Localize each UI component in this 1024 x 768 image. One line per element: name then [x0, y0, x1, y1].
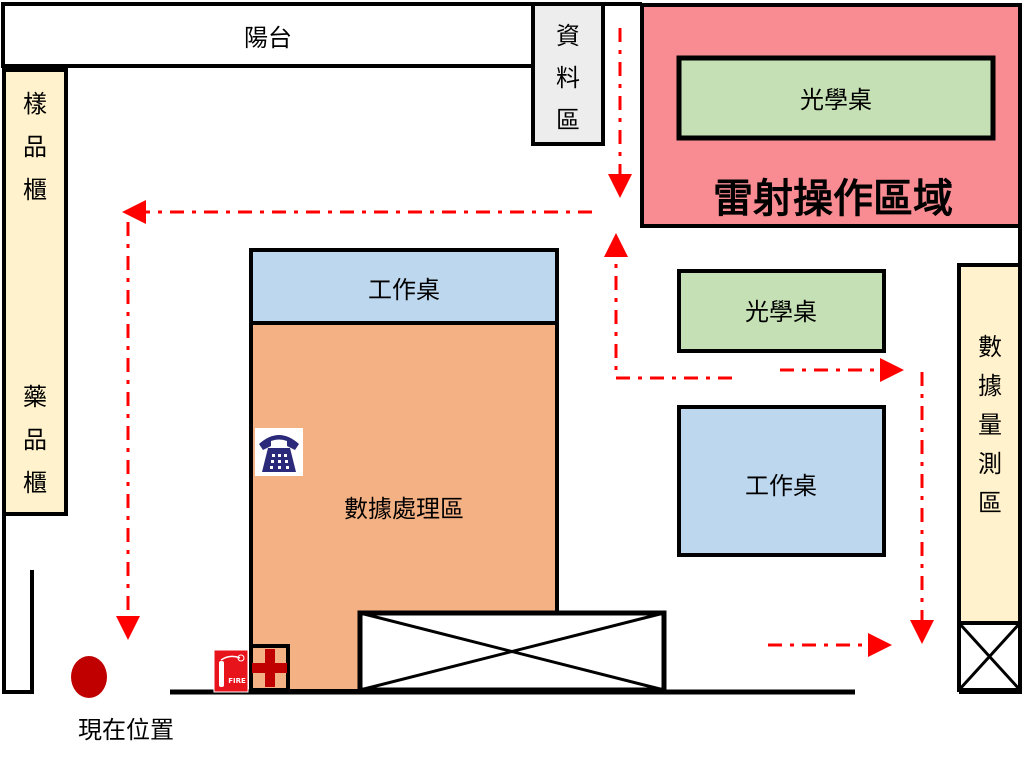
fire-extinguisher-icon: FIRE: [213, 649, 249, 693]
svg-text:櫃: 櫃: [23, 176, 47, 204]
svg-text:工作桌: 工作桌: [368, 276, 440, 304]
current-location-label: 現在位置: [78, 716, 174, 744]
optical-table: 光學桌: [677, 269, 886, 353]
svg-text:區: 區: [556, 106, 580, 134]
workbench: 工作桌: [677, 405, 886, 557]
laser-area: 光學桌 雷射操作區域: [640, 3, 1022, 228]
svg-text:櫃: 櫃: [23, 469, 47, 497]
svg-text:據: 據: [978, 372, 1002, 400]
wall: [2, 514, 34, 694]
laser-area-label: 雷射操作區域: [713, 175, 953, 222]
svg-text:樣: 樣: [23, 90, 47, 118]
svg-text:FIRE: FIRE: [228, 677, 246, 685]
archive-area: 資 料 區: [531, 2, 605, 146]
svg-text:區: 區: [978, 489, 1002, 517]
measurement-area: 數 據 量 測 區: [957, 263, 1022, 692]
balcony: 陽台: [1, 2, 535, 68]
data-processing-label: 數據處理區: [344, 495, 464, 523]
svg-text:工作桌: 工作桌: [745, 472, 817, 500]
svg-text:數: 數: [978, 333, 1002, 361]
svg-text:藥: 藥: [23, 383, 47, 411]
evacuation-routes: [116, 28, 934, 657]
svg-text:品: 品: [23, 133, 47, 161]
current-location-marker: 現在位置: [71, 656, 174, 744]
crossed-box: [357, 610, 667, 693]
svg-text:品: 品: [23, 426, 47, 454]
first-aid-icon: [249, 644, 290, 692]
balcony-label: 陽台: [244, 24, 292, 52]
route-arrow: [604, 233, 732, 380]
optical-table-label: 光學桌: [800, 86, 872, 114]
svg-text:量: 量: [978, 411, 1002, 439]
svg-text:料: 料: [556, 64, 580, 92]
svg-text:資: 資: [556, 22, 580, 50]
left-cabinet: 樣 品 櫃 藥 品 櫃: [2, 68, 68, 516]
telephone-icon: [255, 428, 303, 476]
svg-text:測: 測: [978, 450, 1002, 478]
svg-text:光學桌: 光學桌: [745, 298, 817, 326]
